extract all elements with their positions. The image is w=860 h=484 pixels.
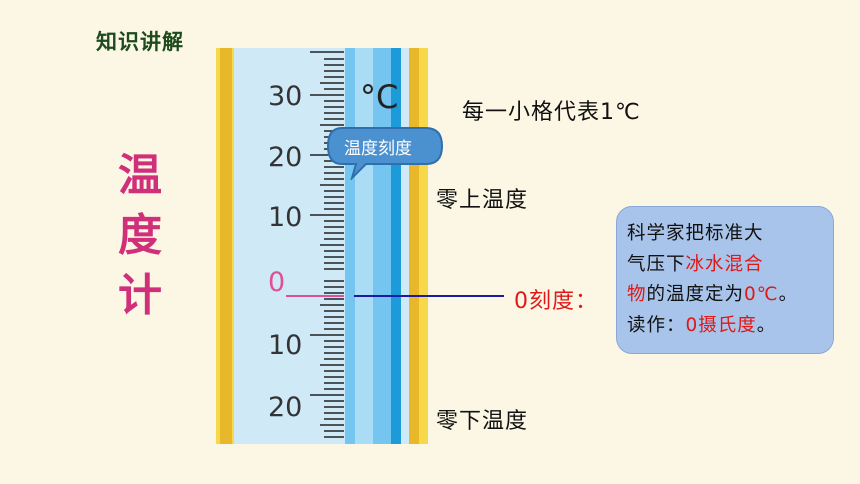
scale-label-20: 20: [268, 142, 302, 173]
info-highlight: 0摄氏度: [685, 314, 757, 336]
info-text: 气压下: [627, 253, 686, 275]
zero-mark-label: 0刻度：: [514, 289, 598, 314]
info-box: 科学家把标准大 气压下冰水混合 物的温度定为0℃。 读作：0摄氏度。: [616, 206, 834, 354]
note-below-zero: 零下温度: [436, 409, 529, 434]
frame-shade-right: [409, 48, 419, 444]
scale-label-10: 10: [268, 202, 302, 233]
vertical-title: 温 度 计: [108, 146, 172, 326]
bubble-shape: [326, 127, 444, 180]
info-highlight: 0℃: [744, 284, 779, 305]
info-text: 科学家把标准大: [627, 223, 764, 244]
unit-label: °C: [360, 78, 398, 116]
info-text: 的温度定为: [646, 284, 745, 305]
scale-label-minus-20: 20: [268, 392, 302, 423]
bubble-callout: [326, 127, 444, 180]
info-highlight: 冰水混合: [685, 253, 764, 275]
info-line-3: 物的温度定为0℃。: [627, 280, 827, 311]
thermometer-illustration: 30 20 10 0 10 20 °C: [216, 48, 428, 444]
note-per-division: 每一小格代表1℃: [462, 100, 641, 125]
scale-label-30: 30: [268, 81, 302, 112]
info-text: 读作：: [627, 314, 686, 336]
frame-shade-left: [220, 48, 232, 444]
section-title: 知识讲解: [96, 30, 184, 54]
vertical-title-char: 度: [118, 210, 162, 261]
info-text: 。: [778, 284, 799, 305]
note-above-zero: 零上温度: [436, 188, 529, 213]
tube-shadow: [391, 48, 401, 444]
scale-label-0: 0: [268, 267, 285, 298]
vertical-title-char: 温: [118, 150, 162, 201]
bubble-label: 温度刻度: [344, 139, 412, 159]
info-text: 。: [756, 314, 777, 336]
info-line-1: 科学家把标准大: [627, 219, 827, 250]
info-highlight: 物: [627, 284, 647, 305]
info-line-4: 读作：0摄氏度。: [627, 311, 827, 342]
zero-indicator-line: [354, 295, 504, 297]
scale-label-minus-10: 10: [268, 330, 302, 361]
vertical-title-char: 计: [118, 270, 162, 321]
info-line-2: 气压下冰水混合: [627, 250, 827, 281]
